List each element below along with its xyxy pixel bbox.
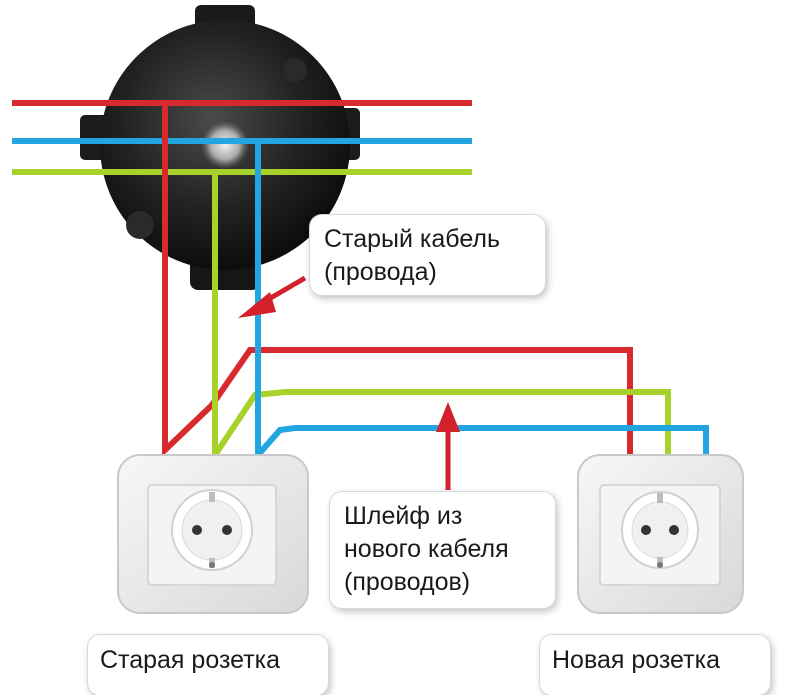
old-red-wire bbox=[162, 103, 633, 458]
mains-wires bbox=[12, 100, 472, 175]
new-socket-label: Новая розетка bbox=[540, 635, 770, 695]
new-socket bbox=[577, 454, 744, 614]
old-green-wire bbox=[212, 172, 671, 465]
new-cable-callout: Шлейф из нового кабеля (проводов) bbox=[330, 492, 555, 608]
old-blue-wire bbox=[255, 141, 709, 463]
old-socket bbox=[117, 454, 309, 614]
arrow-to-old-cable bbox=[238, 275, 307, 318]
old-cable-wires bbox=[162, 103, 709, 465]
old-cable-callout: Старый кабель (провода) bbox=[310, 215, 545, 295]
old-socket-label: Старая розетка bbox=[88, 635, 328, 695]
arrow-to-new-cable bbox=[436, 402, 460, 490]
